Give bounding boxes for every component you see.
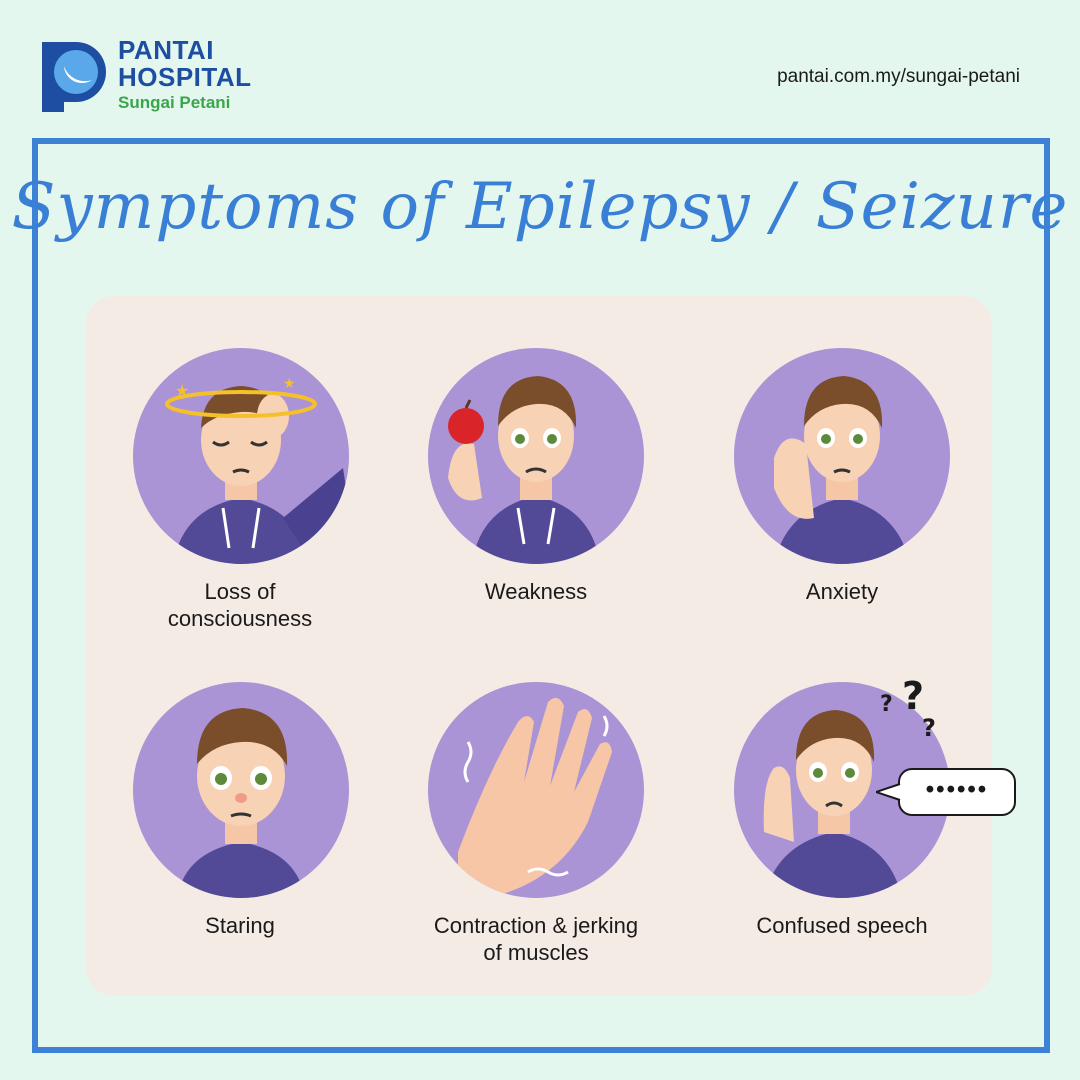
confused-person-icon (734, 682, 950, 898)
symptom-label: Staring (90, 912, 390, 939)
pantai-logo-icon (42, 42, 106, 112)
symptom-label: Anxiety (692, 578, 992, 605)
symptom-label-line1: Anxiety (805, 579, 879, 604)
symptom-label: Contraction & jerking of muscles (386, 912, 686, 966)
symptom-label-line1: Confused speech (756, 913, 928, 938)
symptom-label: Loss of consciousness (90, 578, 390, 632)
website-url[interactable]: pantai.com.my/sungai-petani (777, 66, 1020, 87)
symptom-label: Weakness (386, 578, 686, 605)
brand-name-line1: PANTAI (118, 35, 214, 65)
weak-person-with-apple-icon (428, 348, 644, 564)
symptom-label-line1: Loss of (204, 579, 276, 604)
dizzy-person-icon: ★ ★ (133, 348, 349, 564)
symptom-label: Confused speech (692, 912, 992, 939)
symptom-label-line2: consciousness (167, 606, 313, 631)
page-title: Symptoms of Epilepsy / Seizure (11, 170, 1069, 244)
hospital-logo: PANTAI HOSPITAL Sungai Petani (34, 34, 284, 114)
trembling-hand-icon (428, 682, 644, 898)
symptom-label-line1: Contraction & jerking (433, 913, 639, 938)
svg-text:★: ★ (283, 375, 296, 391)
content-frame (32, 138, 1050, 1053)
speech-bubble-tail-icon (876, 783, 901, 801)
brand-name-line2: HOSPITAL (118, 62, 252, 92)
brand-location: Sungai Petani (118, 93, 231, 112)
svg-text:★: ★ (175, 383, 189, 400)
symptom-label-line2: of muscles (483, 940, 589, 965)
symptom-label-line1: Weakness (484, 579, 588, 604)
anxious-person-icon (734, 348, 950, 564)
staring-person-icon (133, 682, 349, 898)
speech-bubble: •••••• (898, 768, 1016, 816)
symptom-label-line1: Staring (205, 913, 275, 938)
